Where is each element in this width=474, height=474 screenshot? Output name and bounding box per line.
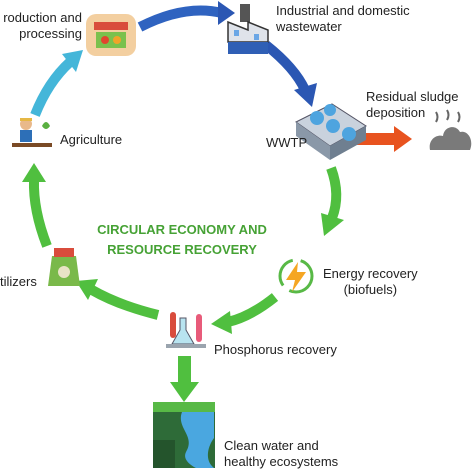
clean-water-label: Clean water and healthy ecosystems xyxy=(224,438,338,470)
center-title: CIRCULAR ECONOMY AND RESOURCE RECOVERY xyxy=(97,222,267,257)
fertilizers-label: tilizers xyxy=(0,274,37,289)
wastewater-label-line2: wastewater xyxy=(276,19,342,34)
arrow-wwtp-to-sludge xyxy=(356,126,412,152)
arrow-wastewater-to-wwtp xyxy=(262,41,317,107)
arrow-phosphorus-to-clean-water xyxy=(170,356,199,402)
arrow-wwtp-to-energy xyxy=(321,166,344,236)
agriculture-label: Agriculture xyxy=(60,132,123,147)
production-label: roduction and processing xyxy=(0,10,82,42)
sludge-label-line2: deposition xyxy=(366,105,426,120)
energy-label: Energy recovery (biofuels) xyxy=(323,266,418,298)
market-stall-icon xyxy=(86,14,136,56)
production-label-line1: roduction and xyxy=(3,10,82,25)
arrow-energy-to-phosphorus xyxy=(211,293,279,334)
phosphorus-label: Phosphorus recovery xyxy=(214,342,337,357)
clean-water-label-line1: Clean water and xyxy=(224,438,319,453)
arrow-agriculture-to-production xyxy=(30,50,83,117)
arrow-production-to-wastewater xyxy=(137,1,235,32)
lightning-icon xyxy=(278,258,314,294)
arrow-fertilizers-to-agriculture xyxy=(22,163,52,248)
sludge-label: Residual sludge deposition xyxy=(366,89,459,121)
wastewater-label: Industrial and domestic wastewater xyxy=(276,3,410,35)
arrow-phosphorus-to-fertilizers xyxy=(76,279,160,320)
wwtp-label: WWTP xyxy=(266,135,308,150)
lab-flask-icon xyxy=(166,312,206,348)
treatment-plant-icon xyxy=(295,103,367,160)
sludge-pile-icon xyxy=(429,109,472,150)
factory-icon xyxy=(227,4,269,54)
sludge-label-line1: Residual sludge xyxy=(366,89,459,104)
wastewater-label-line1: Industrial and domestic xyxy=(276,3,410,18)
fertilizer-sack-icon xyxy=(48,248,80,286)
energy-label-line1: Energy recovery xyxy=(323,266,418,281)
farmer-icon xyxy=(12,118,52,147)
clean-water-label-line2: healthy ecosystems xyxy=(224,454,339,469)
energy-label-line2: (biofuels) xyxy=(343,282,398,297)
production-label-line2: processing xyxy=(19,26,82,41)
river-landscape-icon xyxy=(153,402,215,468)
